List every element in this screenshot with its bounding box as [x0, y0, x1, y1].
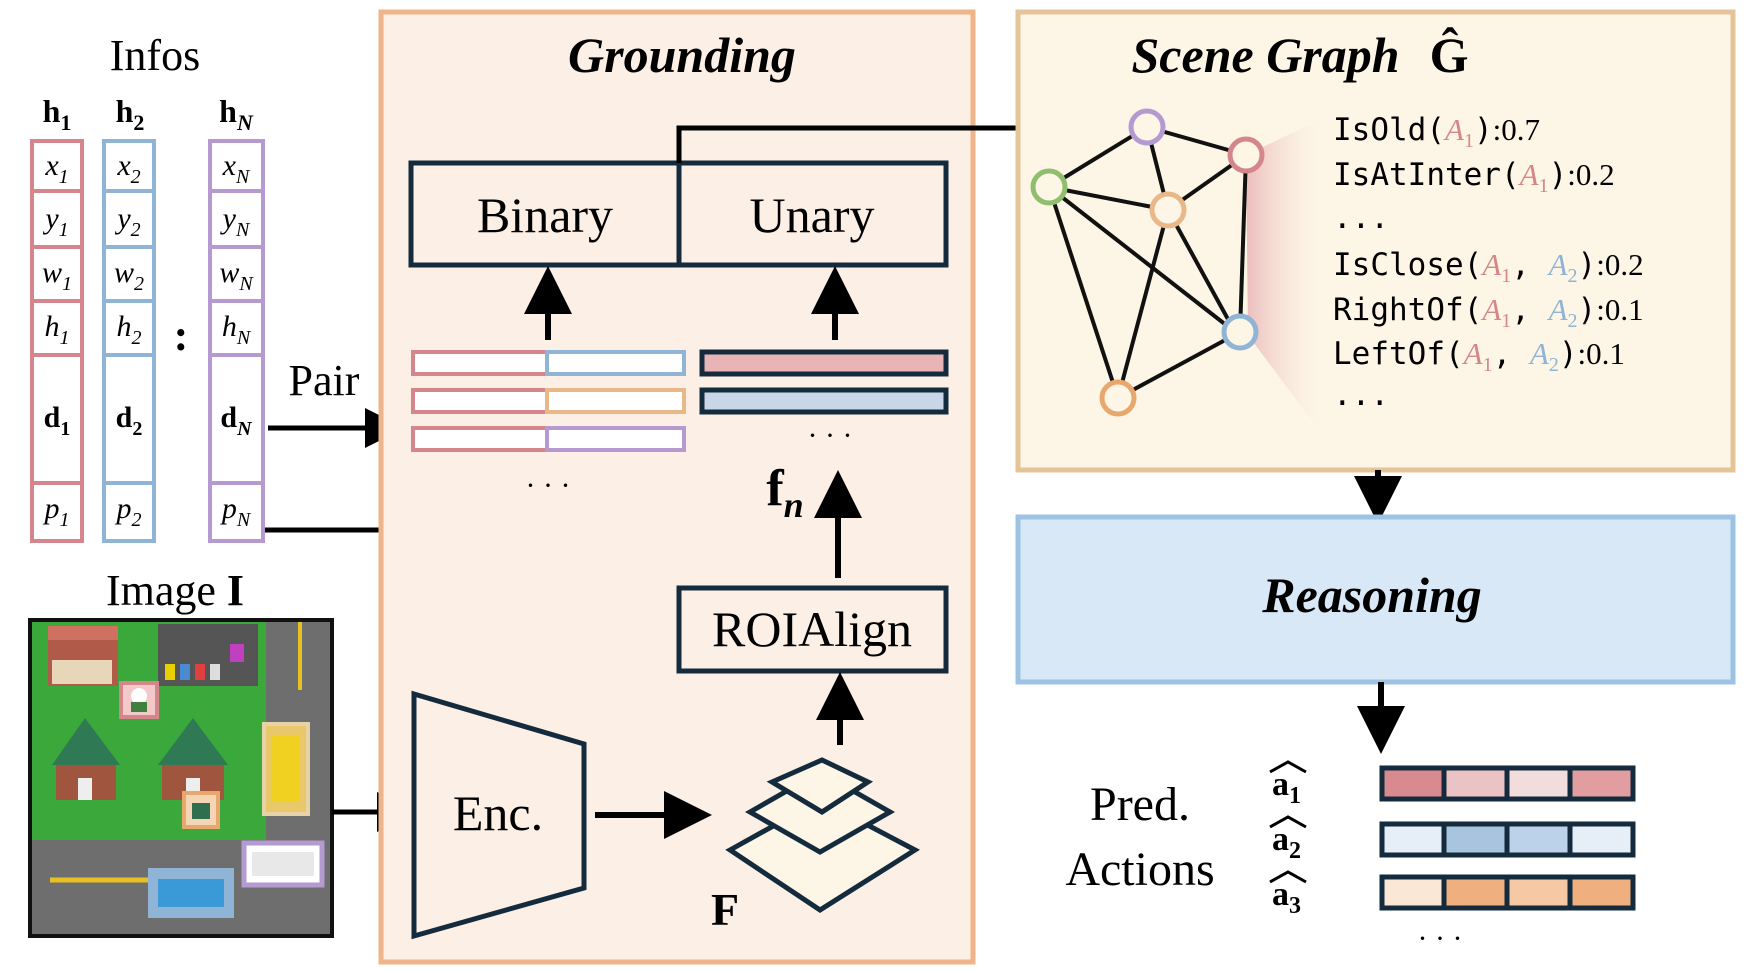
pred-label-line2: Actions	[1065, 843, 1214, 896]
predicate-ellipsis: ...	[1333, 200, 1389, 236]
action-bar-3	[1379, 874, 1636, 911]
predicate-list: IsOld(A1):0.7 IsAtInter(A1):0.2 ... IsCl…	[1333, 112, 1644, 413]
actions-dots: · · ·	[1418, 922, 1463, 955]
unary-label: Unary	[750, 187, 875, 243]
info-column-2: h2 x2 y2 w2 h2 d2 p2	[102, 93, 156, 543]
cell-p1: p1	[43, 492, 70, 531]
game-map-image	[28, 618, 334, 938]
cell-pn: pN	[220, 492, 252, 531]
feature-symbol: F	[711, 884, 739, 935]
cell-w2: w2	[114, 256, 144, 295]
binary-label: Binary	[477, 187, 613, 243]
cell-d1: d1	[44, 401, 71, 440]
predicate-row: IsClose(A1, A2):0.2	[1333, 247, 1644, 287]
predicate-row: LeftOf(A1, A2):0.1	[1333, 336, 1625, 376]
predicate-ellipsis: ...	[1333, 377, 1389, 413]
graph-node-orange	[1099, 379, 1137, 417]
unary-box	[676, 160, 949, 268]
action-label-1: a1	[1272, 766, 1301, 809]
info-column-n: hN xN yN wN hN dN pN	[208, 93, 265, 543]
binary-dots: · · ·	[526, 469, 571, 502]
cell-x1: x1	[44, 149, 68, 188]
roialign-label: ROIAlign	[712, 601, 912, 657]
cell-yn: yN	[220, 202, 251, 241]
pred-label-line1: Pred.	[1090, 778, 1190, 831]
scene-graph-nodes	[1030, 108, 1265, 417]
cell-wn: wN	[219, 256, 254, 295]
cell-x2: x2	[116, 149, 140, 188]
graph-node-pink	[1227, 136, 1265, 174]
scene-graph-panel	[1015, 9, 1736, 473]
image-title: Image I	[106, 566, 244, 615]
pair-label: Pair	[289, 356, 360, 405]
info-head-1: h1	[43, 93, 72, 135]
encoder-block	[411, 690, 587, 940]
attribute-highlight	[1246, 115, 1330, 445]
cell-d2: d2	[116, 401, 143, 440]
columns-ellipsis: :	[174, 311, 189, 360]
action-label-2: a2	[1272, 821, 1301, 864]
infos-title: Infos	[110, 31, 200, 80]
roialign-box	[676, 585, 949, 674]
cell-p2: p2	[115, 492, 142, 531]
info-column-1: h1 x1 y1 w1 h1 d1 p1	[30, 93, 84, 543]
feature-map-stack	[725, 757, 920, 913]
reasoning-panel	[1015, 514, 1736, 685]
cell-y2: y2	[114, 202, 140, 241]
graph-node-orange-center	[1149, 191, 1187, 229]
cell-dn: dN	[220, 401, 253, 440]
encoder-label: Enc.	[453, 785, 543, 841]
binary-feature-bars	[411, 350, 686, 452]
action-bar-2	[1379, 821, 1636, 858]
info-head-n: hN	[219, 93, 254, 135]
action-label-3: a3	[1272, 876, 1301, 919]
reasoning-title: Reasoning	[1261, 567, 1482, 623]
graph-node-purple	[1128, 108, 1166, 146]
unary-dots: · · ·	[808, 419, 853, 452]
info-head-2: h2	[116, 93, 145, 135]
predicate-row: IsAtInter(A1):0.2	[1333, 157, 1615, 197]
cell-y1: y1	[42, 202, 68, 241]
unary-to-scene-graph-arrow	[676, 108, 1095, 163]
cell-xn: xN	[222, 149, 251, 188]
action-bar-1	[1379, 765, 1636, 802]
predicate-row: IsOld(A1):0.7	[1333, 112, 1540, 152]
graph-node-green	[1030, 168, 1068, 206]
cell-h2: h2	[117, 310, 142, 349]
grounding-title: Grounding	[568, 27, 796, 83]
fn-label: fn	[766, 460, 803, 525]
action-labels: a1 a2 a3	[1269, 760, 1307, 919]
unary-feature-bars	[699, 349, 949, 415]
predicate-row: RightOf(A1, A2):0.1	[1333, 292, 1644, 332]
cell-hn: hN	[222, 310, 252, 349]
cell-w1: w1	[42, 256, 72, 295]
cell-h1: h1	[45, 310, 70, 349]
graph-node-blue	[1221, 313, 1259, 351]
